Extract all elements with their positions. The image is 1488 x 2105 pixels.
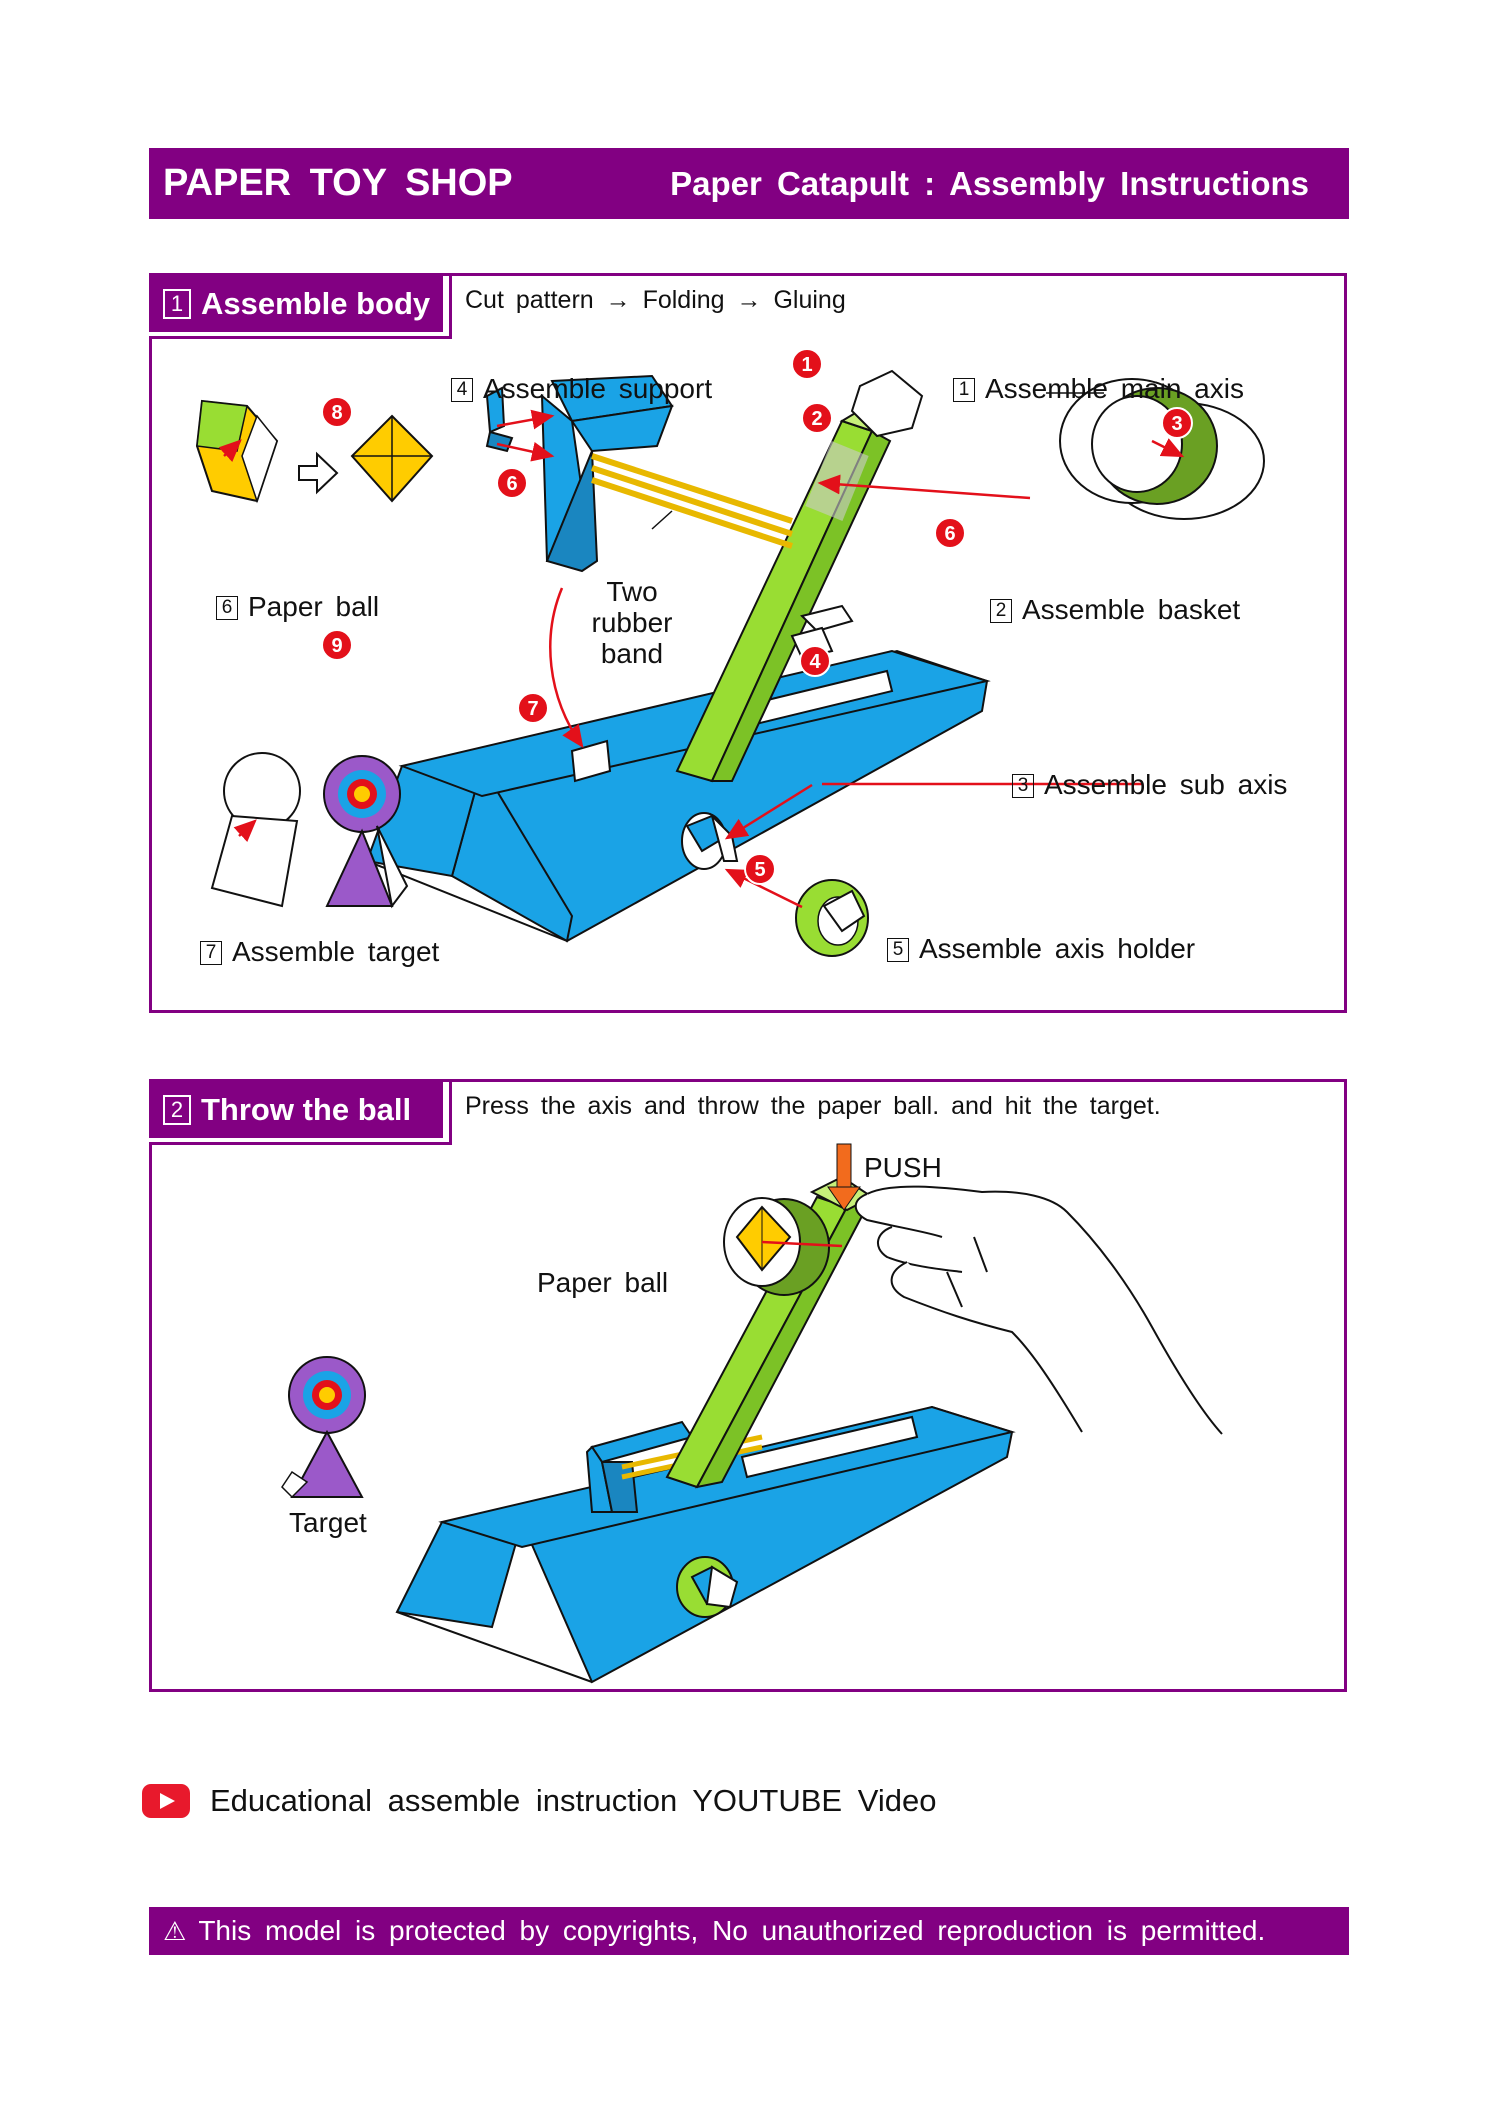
part-marker-7: 7 <box>517 692 549 724</box>
throw-diagram <box>281 1143 1223 1684</box>
label-target: Target <box>289 1507 367 1538</box>
youtube-link-text[interactable]: Educational assemble instruction YOUTUBE… <box>210 1783 937 1818</box>
svg-text:6: 6 <box>944 523 955 545</box>
page-header: PAPER TOY SHOP Paper Catapult : Assembly… <box>149 148 1349 219</box>
svg-text:9: 9 <box>331 635 342 657</box>
section-2-tab: 2 Throw the ball <box>149 1079 452 1145</box>
copyright-footer: ⚠ This model is protected by copyrights,… <box>149 1907 1349 1955</box>
part-marker-8: 8 <box>321 396 353 428</box>
brand-name: PAPER TOY SHOP <box>163 162 513 204</box>
part-marker-9: 9 <box>321 629 353 661</box>
part-marker-2: 2 <box>801 402 833 434</box>
label-paper-ball-throw: Paper ball <box>537 1267 669 1298</box>
section-2-title: Throw the ball <box>201 1092 412 1127</box>
section-1-number: 1 <box>163 289 191 319</box>
part-marker-3: 3 <box>1161 407 1193 439</box>
svg-text:5: 5 <box>754 859 765 881</box>
youtube-link[interactable]: Educational assemble instruction YOUTUBE… <box>142 1783 936 1819</box>
copyright-text: This model is protected by copyrights, N… <box>198 1915 1266 1946</box>
svg-text:7: 7 <box>527 698 538 720</box>
part-marker-6: 6 <box>496 467 528 499</box>
assembly-arrows <box>218 409 1185 909</box>
target-pieces <box>210 752 409 909</box>
catapult-base-assembled <box>395 1405 1016 1684</box>
rubber-bands <box>591 453 793 549</box>
svg-text:3: 3 <box>1171 413 1182 435</box>
section-throw-the-ball: 2 Throw the ball Press the axis and thro… <box>149 1079 1347 1692</box>
part-marker-6: 6 <box>934 517 966 549</box>
part-markers: 1 2 3 4 5 6 6 7 8 9 <box>321 348 1193 885</box>
part-marker-1: 1 <box>791 348 823 380</box>
svg-text:4: 4 <box>809 651 821 673</box>
label-two-rubber-band: Two rubber band <box>591 576 673 669</box>
hand-drawing <box>854 1185 1223 1435</box>
section-1-subtitle: Cut pattern → Folding → Gluing <box>465 286 846 314</box>
part-marker-5: 5 <box>744 853 776 885</box>
section-2-subtitle: Press the axis and throw the paper ball.… <box>465 1092 1161 1120</box>
part-marker-4: 4 <box>799 645 831 677</box>
label-push: PUSH <box>864 1152 942 1183</box>
svg-text:2: 2 <box>811 408 822 430</box>
section-1-title: Assemble body <box>201 286 431 321</box>
section-assemble-body: 1 Assemble body Cut pattern → Folding → … <box>149 273 1347 1013</box>
youtube-play-icon[interactable] <box>142 1784 190 1818</box>
section-1-tab: 1 Assemble body <box>149 273 452 339</box>
section-2-number: 2 <box>163 1095 191 1125</box>
svg-text:1: 1 <box>801 354 812 376</box>
svg-text:6: 6 <box>506 473 517 495</box>
paper-ball-pieces <box>195 399 434 504</box>
basket-with-ball <box>723 1197 830 1296</box>
warning-triangle-icon: ⚠ <box>163 1915 187 1946</box>
assembly-diagram <box>195 369 1265 957</box>
axis-holder-part <box>795 879 869 957</box>
document-title: Paper Catapult : Assembly Instructions <box>670 164 1309 202</box>
target-standing <box>281 1356 366 1499</box>
support-part <box>485 374 674 573</box>
push-arrow <box>827 1143 861 1211</box>
svg-text:8: 8 <box>331 402 342 424</box>
